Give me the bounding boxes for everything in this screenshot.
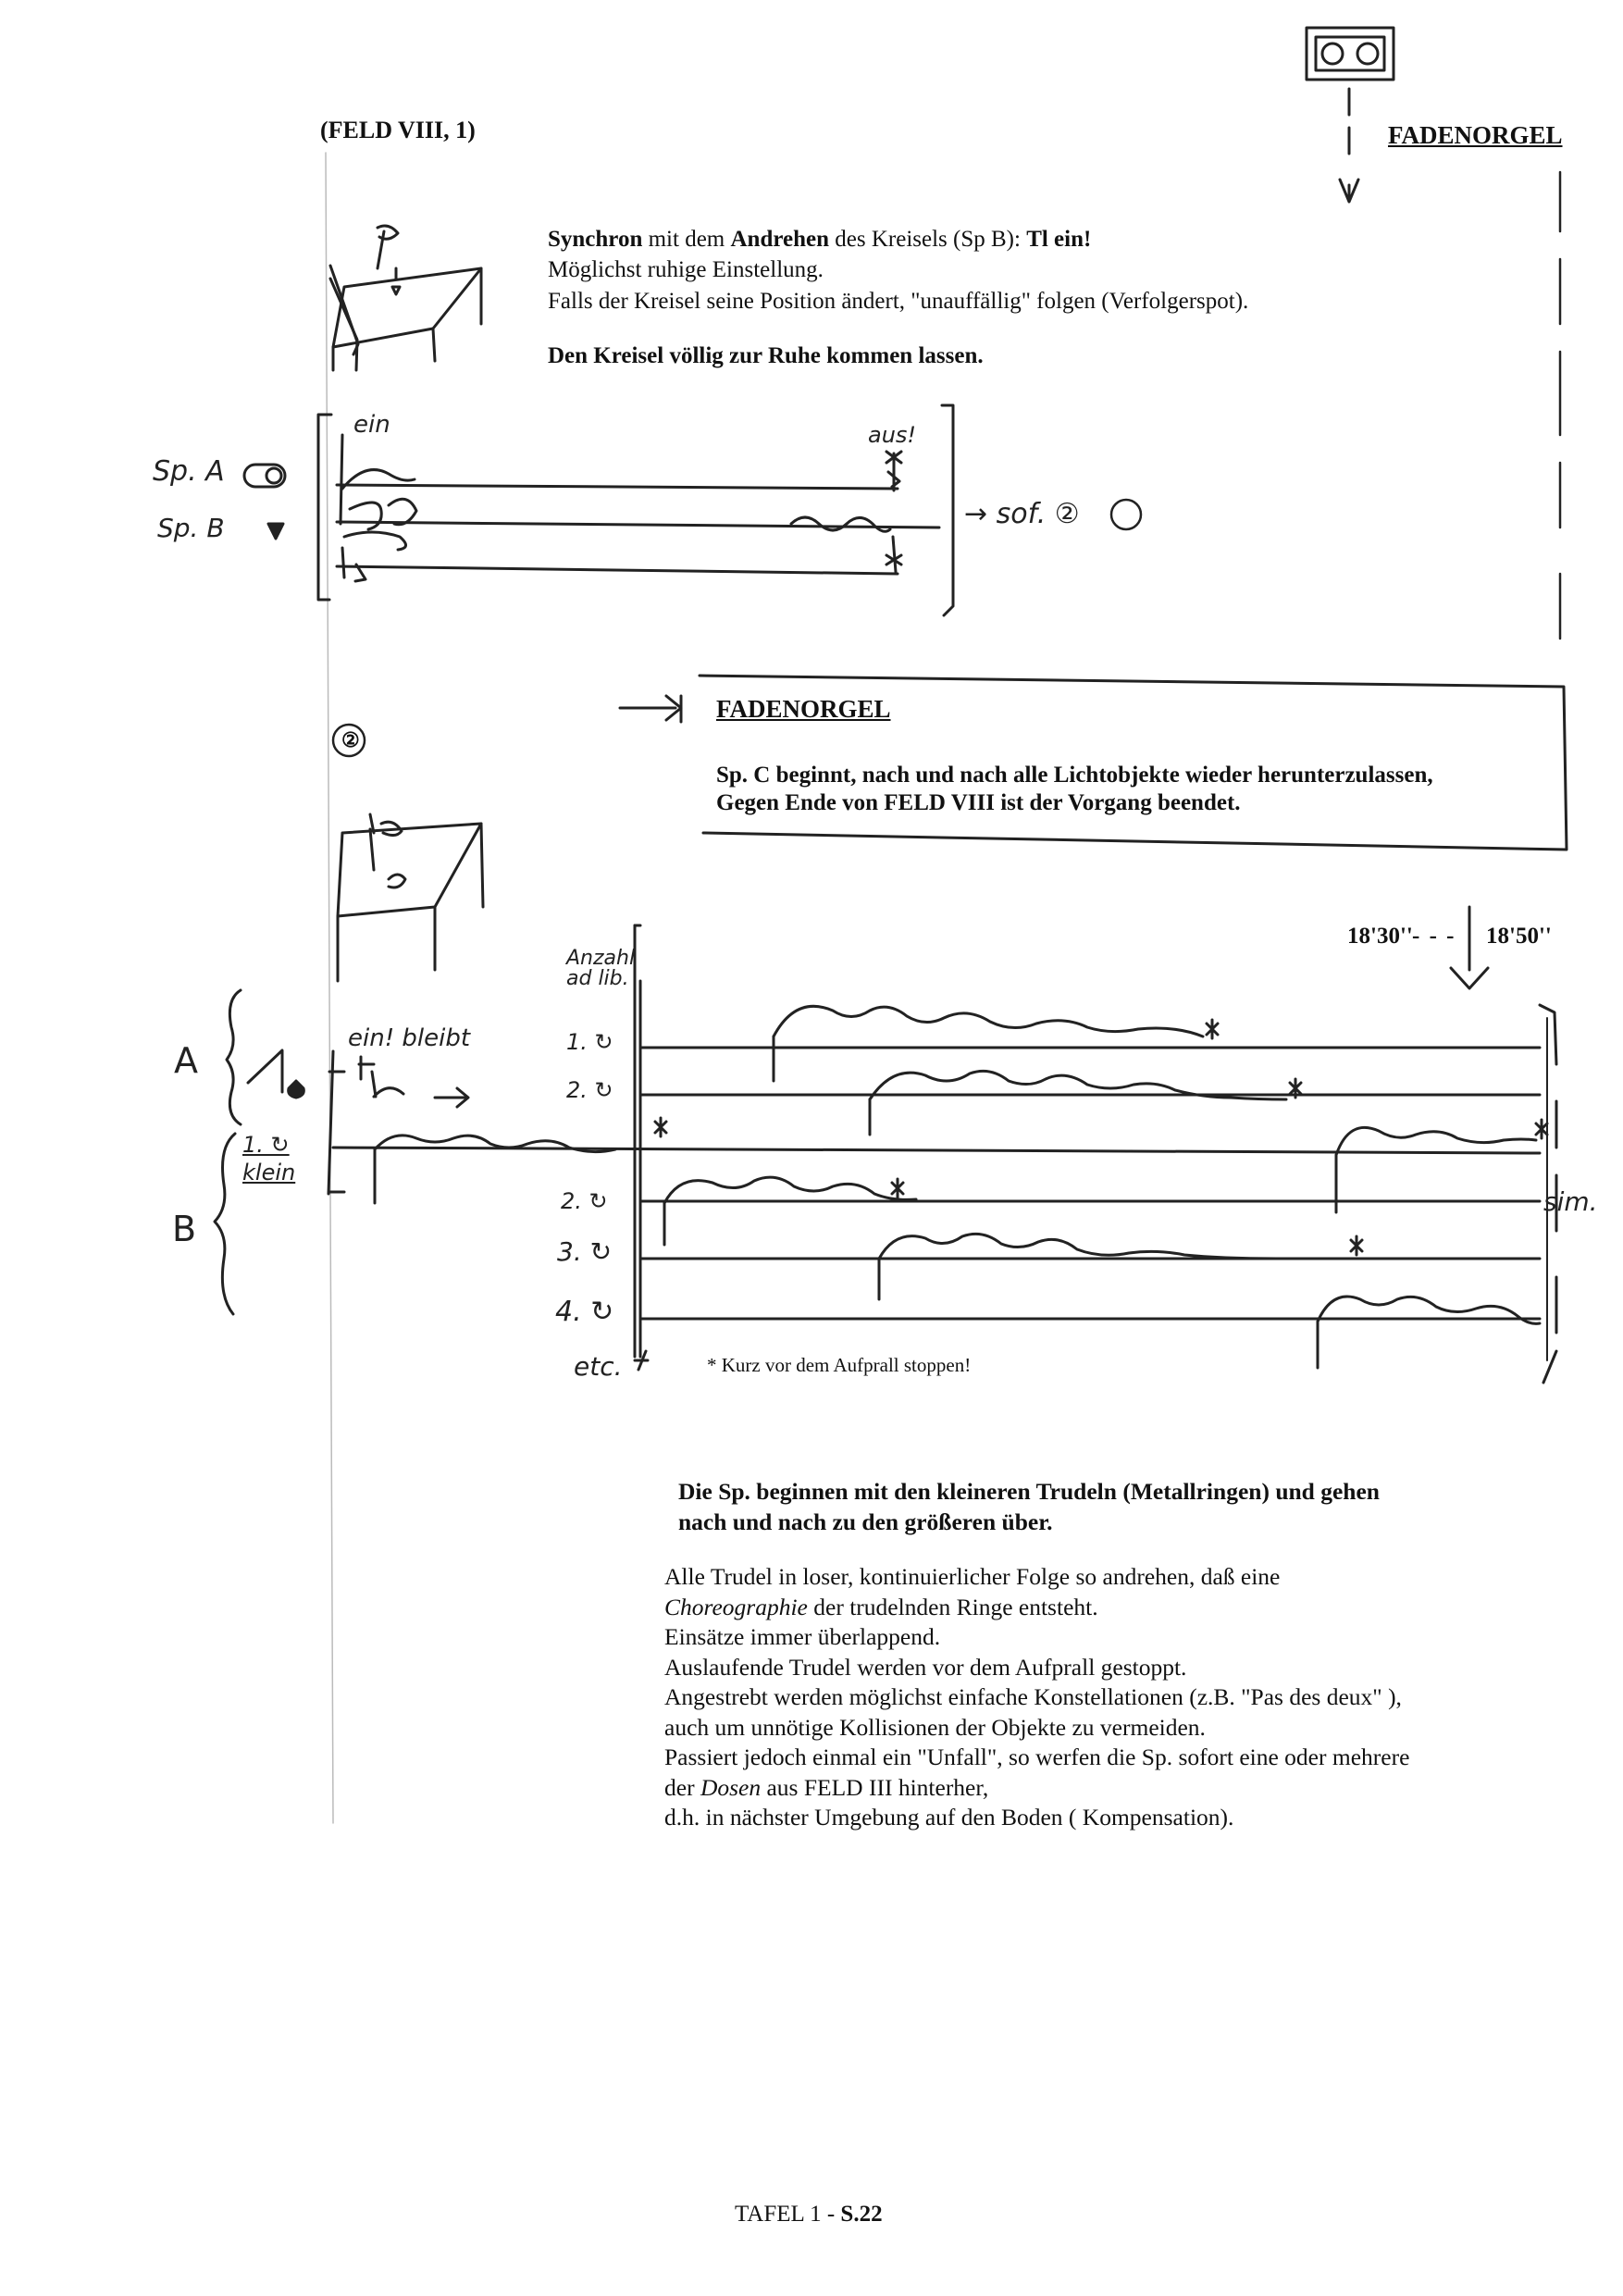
box-line-1: Sp. C beginnt, nach und nach alle Lichto… xyxy=(716,763,1433,788)
player-b-label: Sp. B xyxy=(157,513,225,543)
ein-label: ein xyxy=(353,411,390,439)
instruction-paragraph: Alle Trudel in loser, kontinuierlicher F… xyxy=(664,1563,1410,1831)
group-a-label: A xyxy=(174,1040,198,1081)
row-a2-label: 2. ↻ xyxy=(566,1077,613,1103)
box-line-2: Gegen Ende von FELD VIII ist der Vorgang… xyxy=(716,790,1241,815)
aus-label: aus! xyxy=(868,422,917,448)
cue-marker-2: ② xyxy=(341,728,360,751)
asterisks xyxy=(653,1018,1549,1257)
lead-paragraph: Die Sp. beginnen mit den kleineren Trude… xyxy=(678,1478,1380,1535)
tape-icon xyxy=(1305,26,1395,81)
down-arrow-icon xyxy=(1338,178,1360,204)
top-icon xyxy=(266,522,285,540)
box-title: FADENORGEL xyxy=(716,695,891,723)
table-lamp-icon-2 xyxy=(336,813,485,983)
b1-klein-label: 1. ↻ klein xyxy=(242,1132,296,1185)
row-b2-label: 2. ↻ xyxy=(561,1188,608,1214)
row-b4-label: 4. ↻ xyxy=(555,1296,614,1328)
time-dashes: - - - xyxy=(1412,924,1456,949)
fadenorgel-heading: FADENORGEL xyxy=(1388,121,1563,149)
section-label: (FELD VIII, 1) xyxy=(320,117,476,143)
etc-label: etc. xyxy=(574,1351,623,1382)
table-lamp-icon xyxy=(328,224,483,372)
cue-line-4: Den Kreisel völlig zur Ruhe kommen lasse… xyxy=(548,343,984,368)
goto-cue-2: → sof. ② xyxy=(964,498,1080,530)
cylinder-icon xyxy=(242,463,287,489)
player-a-label: Sp. A xyxy=(153,455,225,488)
cue-line-3: Falls der Kreisel seine Position ändert,… xyxy=(548,289,1249,314)
time-end: 18'50'' xyxy=(1486,924,1552,949)
row-a1-label: 1. ↻ xyxy=(566,1029,613,1055)
footnote: * Kurz vor dem Aufprall stoppen! xyxy=(707,1354,972,1376)
arrow-right-icon xyxy=(618,694,683,722)
cue-synchron-line: Synchron mit dem Andrehen des Kreisels (… xyxy=(548,227,1092,252)
sim-label: sim. xyxy=(1543,1186,1598,1217)
cue-line-2: Möglichst ruhige Einstellung. xyxy=(548,257,824,282)
page-footer: TAFEL 1 - S.22 xyxy=(735,2202,883,2227)
group-b-label: B xyxy=(172,1209,197,1249)
ein-bleibt-label: ein! bleibt xyxy=(348,1024,471,1052)
anzahl-label: Anzahl ad lib. xyxy=(566,947,636,990)
row-b3-label: 3. ↻ xyxy=(557,1236,613,1267)
time-start: 18'30'' xyxy=(1347,924,1413,949)
